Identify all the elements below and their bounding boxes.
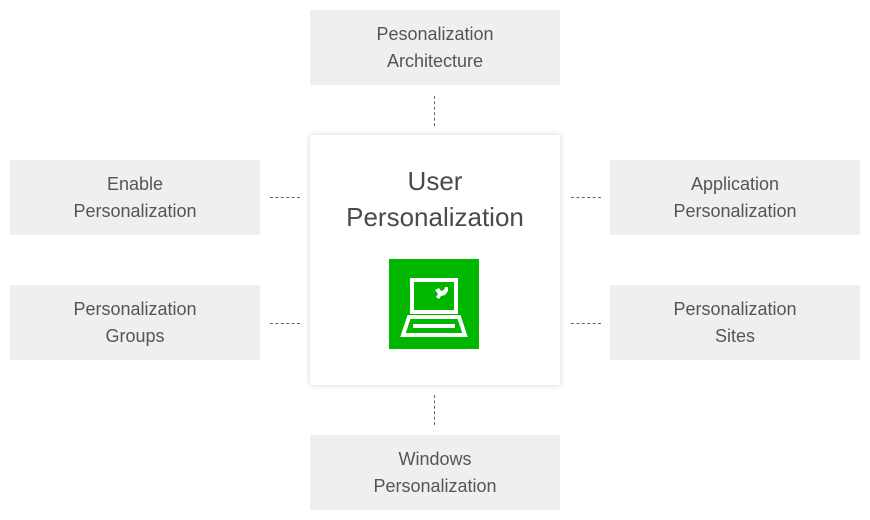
node-personalization-groups[interactable]: Personalization Groups — [10, 285, 260, 360]
laptop-screen — [410, 278, 458, 314]
node-user-personalization[interactable]: User Personalization — [310, 135, 560, 385]
connector-left-top — [270, 197, 300, 198]
laptop-wrench-icon — [389, 259, 479, 349]
wrench-glyph — [435, 287, 448, 299]
node-enable-personalization[interactable]: Enable Personalization — [10, 160, 260, 235]
node-label-line2: Personalization — [673, 200, 797, 221]
node-label-line2: Architecture — [386, 50, 484, 71]
node-label-line2: Sites — [714, 325, 756, 346]
node-label-line2: Personalization — [73, 200, 197, 221]
node-label-line2: Personalization — [373, 475, 497, 496]
connector-left-bottom — [270, 323, 300, 324]
node-label-line1: Enable — [106, 173, 164, 194]
node-label-line2: Groups — [105, 325, 165, 346]
connector-right-bottom — [571, 323, 601, 324]
node-label-line1: Application — [690, 173, 780, 194]
node-personalization-sites[interactable]: Personalization Sites — [610, 285, 860, 360]
node-personalization-architecture[interactable]: Pesonalization Architecture — [310, 10, 560, 85]
node-label-line1: Personalization — [73, 298, 197, 319]
connector-bottom — [434, 395, 435, 425]
node-label-line1: Windows — [398, 448, 472, 469]
node-windows-personalization[interactable]: Windows Personalization — [310, 435, 560, 510]
connector-right-top — [571, 197, 601, 198]
connector-top — [434, 96, 435, 126]
node-label-line1: Personalization — [673, 298, 797, 319]
center-title-line2: Personalization — [346, 202, 524, 232]
center-title: User Personalization — [310, 163, 560, 235]
node-label-line1: Pesonalization — [376, 23, 494, 44]
laptop-base — [400, 315, 468, 337]
center-title-line1: User — [407, 166, 463, 196]
node-application-personalization[interactable]: Application Personalization — [610, 160, 860, 235]
